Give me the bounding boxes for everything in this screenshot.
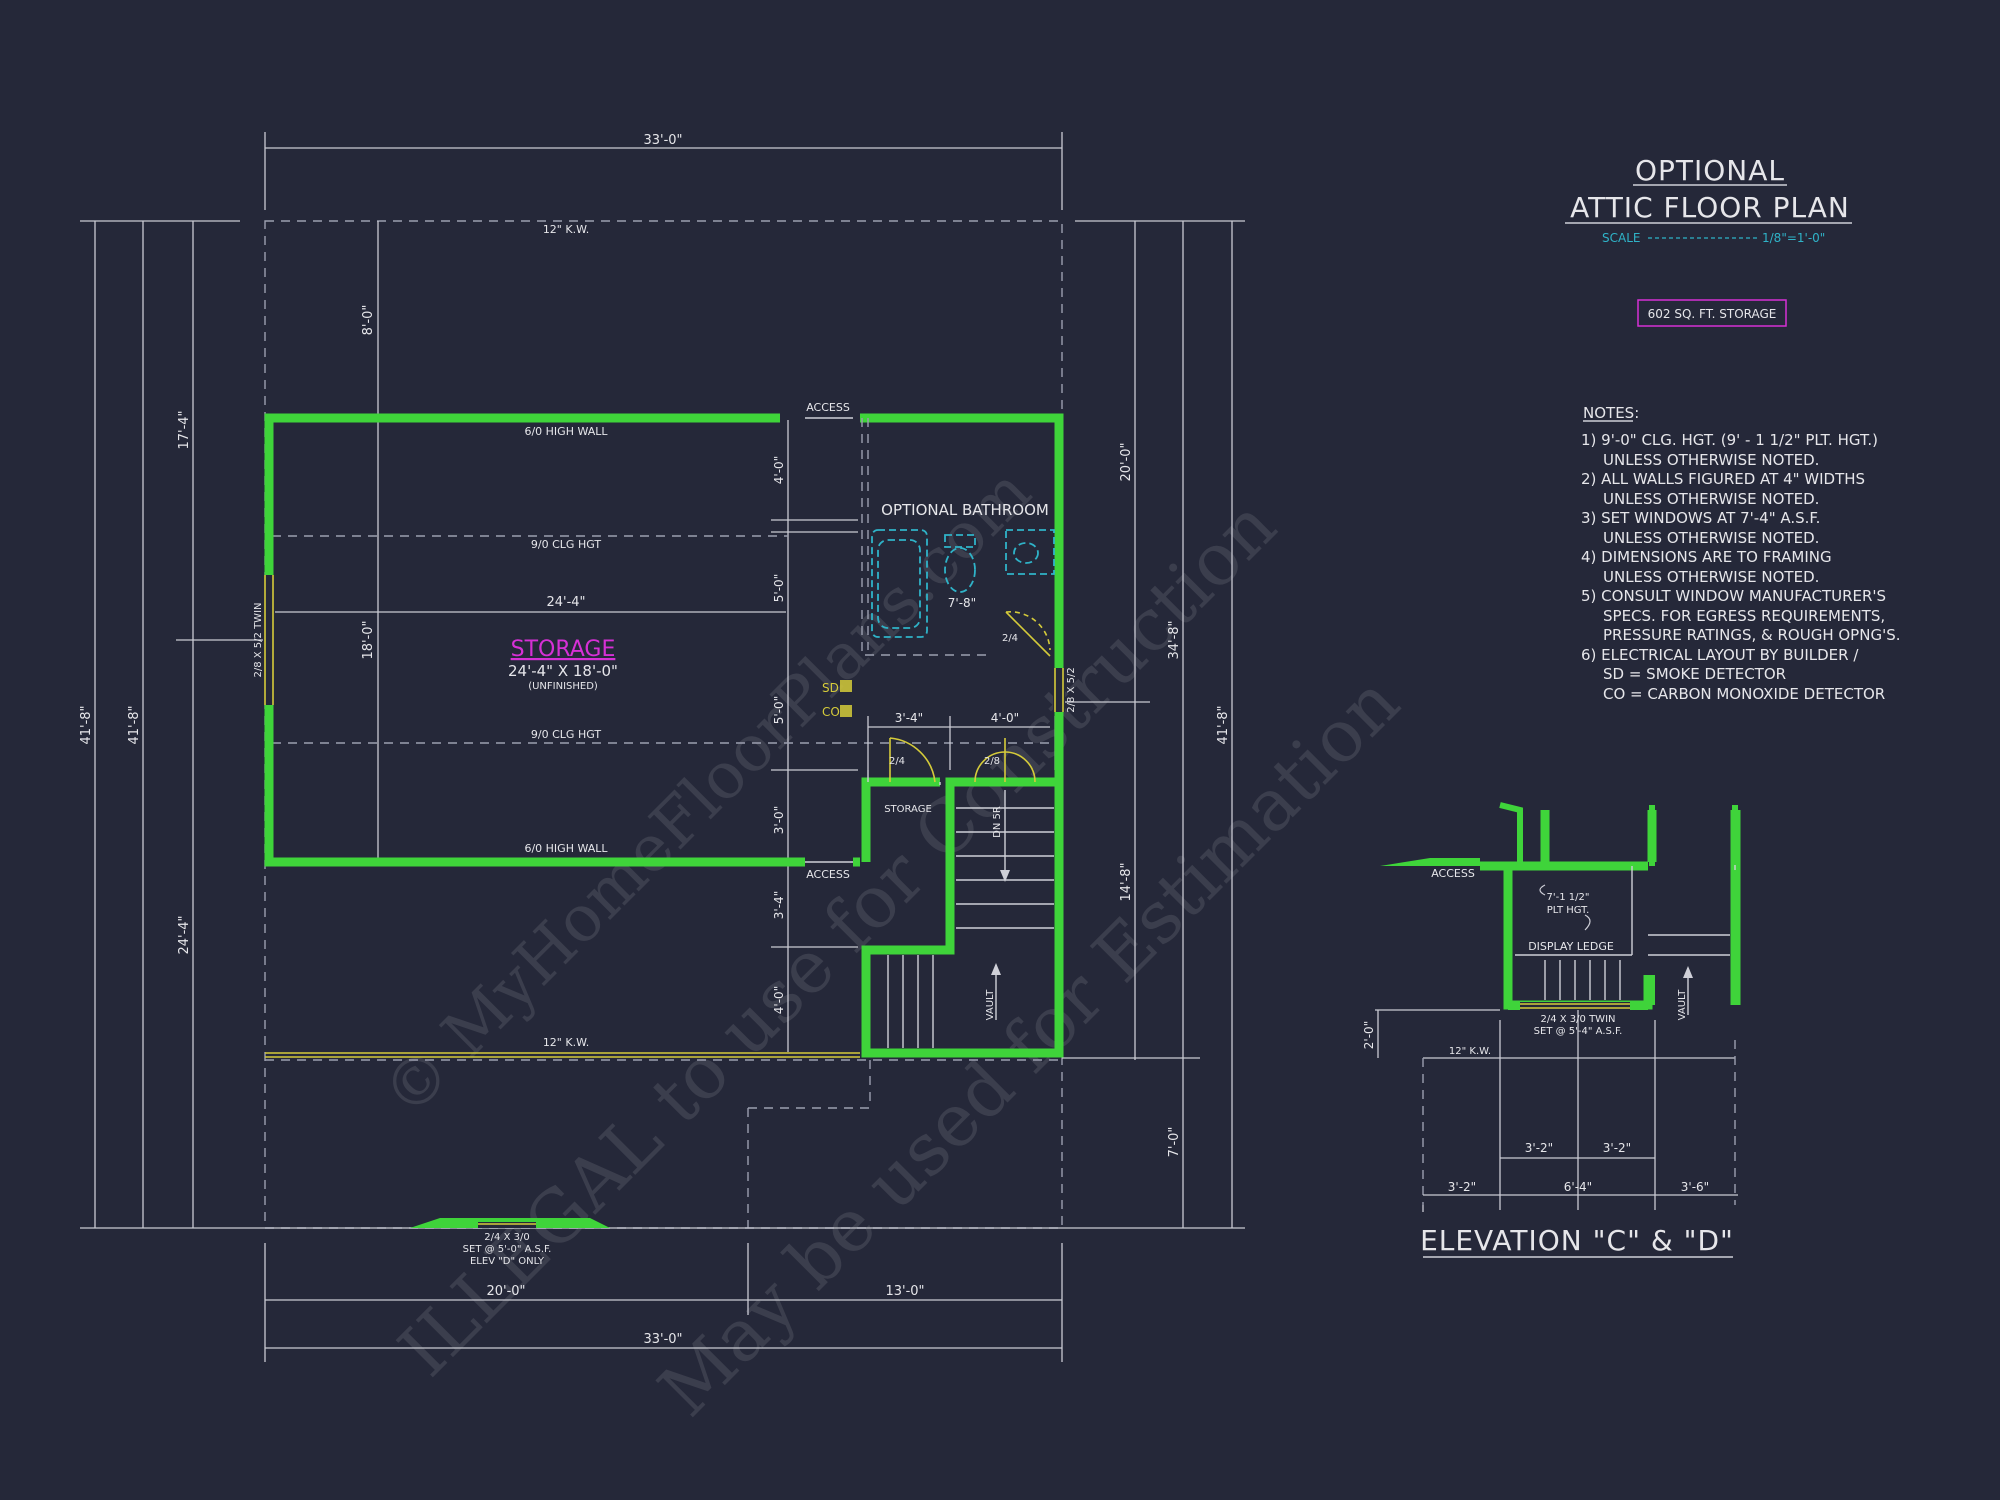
door-2-4-bath: 2/4 xyxy=(1002,633,1018,644)
elev-window-line-1: 2/4 X 3/0 TWIN xyxy=(1541,1014,1616,1025)
stair-area xyxy=(867,737,1054,1048)
notes: NOTES: 1) 9'-0" CLG. HGT. (9' - 1 1/2" P… xyxy=(1581,404,1901,703)
note-line-3: 2) ALL WALLS FIGURED AT 4" WIDTHS xyxy=(1581,470,1865,488)
v-dim-4-0-bottom: 4'-0" xyxy=(772,986,786,1014)
notes-heading: NOTES: xyxy=(1583,404,1639,422)
v-dim-5-0-a: 5'-0" xyxy=(772,574,786,602)
v-dim-3-0: 3'-0" xyxy=(772,806,786,834)
right-dim-20-0: 20'-0" xyxy=(1119,442,1134,481)
display-ledge-label: DISPLAY LEDGE xyxy=(1528,940,1614,953)
clg-hgt-top: 9/0 CLG HGT xyxy=(531,538,601,551)
note-line-6: UNLESS OTHERWISE NOTED. xyxy=(1603,529,1819,547)
elevation-labels: ACCESS 7'-1 1/2" PLT HGT. DISPLAY LEDGE … xyxy=(1362,867,1734,1258)
optional-bathroom xyxy=(861,418,1055,657)
dim-8-0: 8'-0" xyxy=(361,305,376,336)
storage-size: 24'-4" X 18'-0" xyxy=(508,662,618,680)
bottom-dim-20-0: 20'-0" xyxy=(486,1284,525,1299)
dim-18-0: 18'-0" xyxy=(361,620,376,659)
title-block: OPTIONAL ATTIC FLOOR PLAN SCALE 1/8"=1'-… xyxy=(1565,154,1852,327)
elev-vault: VAULT xyxy=(1677,989,1688,1021)
note-line-4: UNLESS OTHERWISE NOTED. xyxy=(1603,490,1819,508)
window-bottom-line-3: ELEV "D" ONLY xyxy=(470,1256,545,1267)
bathroom-label: OPTIONAL BATHROOM xyxy=(881,501,1049,519)
title-line-1: OPTIONAL xyxy=(1635,154,1785,187)
note-line-14: CO = CARBON MONOXIDE DETECTOR xyxy=(1603,685,1885,703)
note-line-1: 1) 9'-0" CLG. HGT. (9' - 1 1/2" PLT. HGT… xyxy=(1581,431,1878,449)
bottom-window xyxy=(410,1218,610,1228)
v-dim-4-0-top: 4'-0" xyxy=(772,456,786,484)
elev-dim-3-2-c: 3'-2" xyxy=(1448,1180,1476,1194)
note-line-9: 5) CONSULT WINDOW MANUFACTURER'S xyxy=(1581,587,1886,605)
note-line-2: UNLESS OTHERWISE NOTED. xyxy=(1603,451,1819,469)
area-box xyxy=(1637,299,1787,327)
note-line-13: SD = SMOKE DETECTOR xyxy=(1603,665,1786,683)
bottom-dim-13-0: 13'-0" xyxy=(885,1284,924,1299)
elev-plt-line-2: PLT HGT. xyxy=(1547,905,1590,916)
scale-value: 1/8"=1'-0" xyxy=(1762,231,1825,245)
high-wall-bottom: 6/0 HIGH WALL xyxy=(524,842,608,855)
window-bottom-line-1: 2/4 X 3/0 xyxy=(484,1232,529,1243)
wall-windows xyxy=(263,412,1065,868)
small-storage-label: STORAGE xyxy=(884,804,932,815)
title-line-2: ATTIC FLOOR PLAN xyxy=(1570,191,1850,224)
elev-dim-2-0: 2'-0" xyxy=(1362,1021,1376,1049)
elev-dim-3-6: 3'-6" xyxy=(1681,1180,1709,1194)
dim-24-4: 24'-4" xyxy=(546,595,585,610)
door-2-4-storage: 2/4 xyxy=(889,756,905,767)
right-dim-7-0: 7'-0" xyxy=(1167,1127,1182,1158)
area-box-label: 602 SQ. FT. STORAGE xyxy=(1648,307,1777,321)
storage-label: STORAGE xyxy=(511,637,616,662)
sd-label: SD xyxy=(822,681,839,695)
right-dim-41-8: 41'-8" xyxy=(1216,705,1231,744)
door-2-8: 2/8 xyxy=(984,756,1000,767)
co-label: CO xyxy=(822,705,840,719)
high-wall-top: 6/0 HIGH WALL xyxy=(524,425,608,438)
right-dim-34-8: 34'-8" xyxy=(1167,620,1182,659)
knee-wall-top: 12" K.W. xyxy=(543,223,589,236)
v-dim-3-4: 3'-4" xyxy=(772,891,786,919)
elev-dim-6-4: 6'-4" xyxy=(1564,1180,1592,1194)
left-dim-41-8-outer: 41'-8" xyxy=(79,705,94,744)
v-dim-5-0-b: 5'-0" xyxy=(772,696,786,724)
top-dimension: 33'-0" xyxy=(643,133,682,148)
plan-labels: 33'-0" 12" K.W. 8'-0" ACCESS 6/0 HIGH WA… xyxy=(79,133,1231,1347)
elevation-drawing xyxy=(1375,802,1741,1212)
access-bottom: ACCESS xyxy=(806,868,850,881)
elev-knee-wall: 12" K.W. xyxy=(1449,1046,1491,1057)
window-right-label: 2/8 X 5/2 xyxy=(1066,667,1077,712)
window-left-label: 2/8 X 5/2 TWIN xyxy=(253,603,264,678)
note-line-12: 6) ELECTRICAL LAYOUT BY BUILDER / xyxy=(1581,646,1859,664)
left-dim-17-4: 17'-4" xyxy=(177,410,192,449)
elev-plt-line-1: 7'-1 1/2" xyxy=(1547,892,1590,903)
storage-unfinished: (UNFINISHED) xyxy=(528,681,598,692)
clg-hgt-bottom: 9/0 CLG HGT xyxy=(531,728,601,741)
knee-wall-bottom-label: 12" K.W. xyxy=(543,1036,589,1049)
elev-dim-3-2-b: 3'-2" xyxy=(1603,1141,1631,1155)
window-bottom-line-2: SET @ 5'-0" A.S.F. xyxy=(463,1244,552,1255)
note-line-10: SPECS. FOR EGRESS REQUIREMENTS, xyxy=(1603,607,1885,625)
left-dim-41-8-inner: 41'-8" xyxy=(127,705,142,744)
note-line-8: UNLESS OTHERWISE NOTED. xyxy=(1603,568,1819,586)
bottom-dim-33-0: 33'-0" xyxy=(643,1332,682,1347)
dim-3-4-stair: 3'-4" xyxy=(895,711,923,725)
note-line-11: PRESSURE RATINGS, & ROUGH OPNG'S. xyxy=(1603,626,1901,644)
elev-dim-3-2-a: 3'-2" xyxy=(1525,1141,1553,1155)
left-dim-24-4: 24'-4" xyxy=(177,915,192,954)
dim-4-0-stair: 4'-0" xyxy=(991,711,1019,725)
elev-window-line-2: SET @ 5'-4" A.S.F. xyxy=(1534,1026,1623,1037)
scale-label: SCALE xyxy=(1602,231,1640,245)
stair-down-label: DN 5R xyxy=(992,806,1003,838)
note-line-5: 3) SET WINDOWS AT 7'-4" A.S.F. xyxy=(1581,509,1820,527)
elevation-title: ELEVATION "C" & "D" xyxy=(1420,1224,1734,1257)
vault-label: VAULT xyxy=(985,989,996,1021)
detectors xyxy=(840,680,852,717)
bath-dim: 7'-8" xyxy=(948,596,976,610)
note-line-7: 4) DIMENSIONS ARE TO FRAMING xyxy=(1581,548,1832,566)
right-dim-14-8: 14'-8" xyxy=(1119,862,1134,901)
elev-access: ACCESS xyxy=(1431,867,1475,880)
access-top: ACCESS xyxy=(806,401,850,414)
